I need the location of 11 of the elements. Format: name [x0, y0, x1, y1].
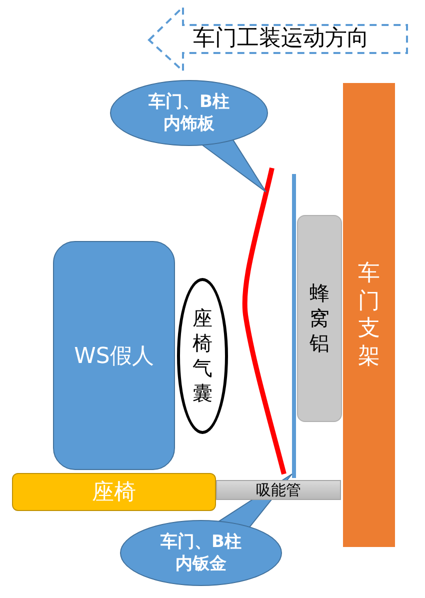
dummy-block: WS假人: [53, 241, 175, 470]
direction-arrow: [148, 6, 408, 72]
energy-tube: 吸能管: [216, 480, 341, 500]
airbag-ellipse: 座椅气囊: [177, 278, 228, 434]
door-bracket-bar: 车门支架: [343, 83, 395, 547]
sheet-metal-line: [292, 174, 296, 478]
callout-tail: [200, 138, 266, 192]
direction-label: 车门工装运动方向: [193, 26, 369, 52]
trim-panel-curve: [242, 167, 286, 475]
seat-block: 座椅: [12, 473, 216, 511]
honeycomb-block: 蜂窝铝: [297, 215, 342, 422]
